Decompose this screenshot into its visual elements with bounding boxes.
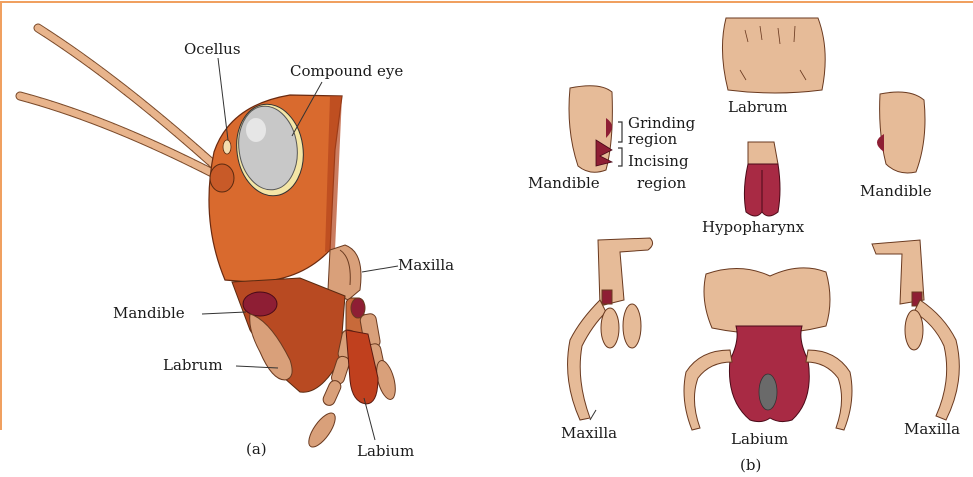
ocellus-icon (223, 140, 231, 154)
region-brackets (618, 122, 622, 166)
label-incising-region: region (637, 176, 686, 191)
label-mandible-a: Mandible (113, 306, 185, 321)
label-mandible-b-left: Mandible (528, 176, 600, 191)
mandible-icon (243, 292, 277, 316)
mandible-right-icon (877, 92, 925, 173)
label-mandible-b-right: Mandible (860, 184, 932, 199)
maxilla-right-icon (872, 240, 959, 420)
label-incising: Incising (628, 154, 689, 169)
label-ocellus: Ocellus (184, 42, 241, 57)
label-grinding-region: region (628, 132, 677, 147)
mandible-left-icon (569, 86, 612, 173)
labrum-dissected-icon (722, 18, 825, 93)
label-labrum-a: Labrum (163, 358, 223, 373)
label-compound-eye: Compound eye (290, 64, 403, 79)
label-grinding: Grinding (628, 116, 695, 131)
caption-b: (b) (740, 458, 761, 473)
label-maxilla-b-left: Maxilla (561, 426, 617, 441)
hypopharynx-icon (744, 142, 780, 216)
label-hypopharynx: Hypopharynx (702, 220, 804, 235)
head-side-view (20, 28, 399, 451)
label-labium-a: Labium (357, 444, 414, 459)
maxilla-left-icon (568, 238, 653, 420)
label-labrum-b: Labrum (728, 100, 788, 115)
caption-a: (a) (246, 442, 267, 457)
labium-dissected-icon (684, 268, 852, 430)
leader-lines-b (590, 410, 596, 420)
label-labium-b: Labium (731, 432, 788, 447)
label-maxilla-a: Maxilla (398, 258, 454, 273)
label-maxilla-b-right: Maxilla (904, 422, 960, 437)
